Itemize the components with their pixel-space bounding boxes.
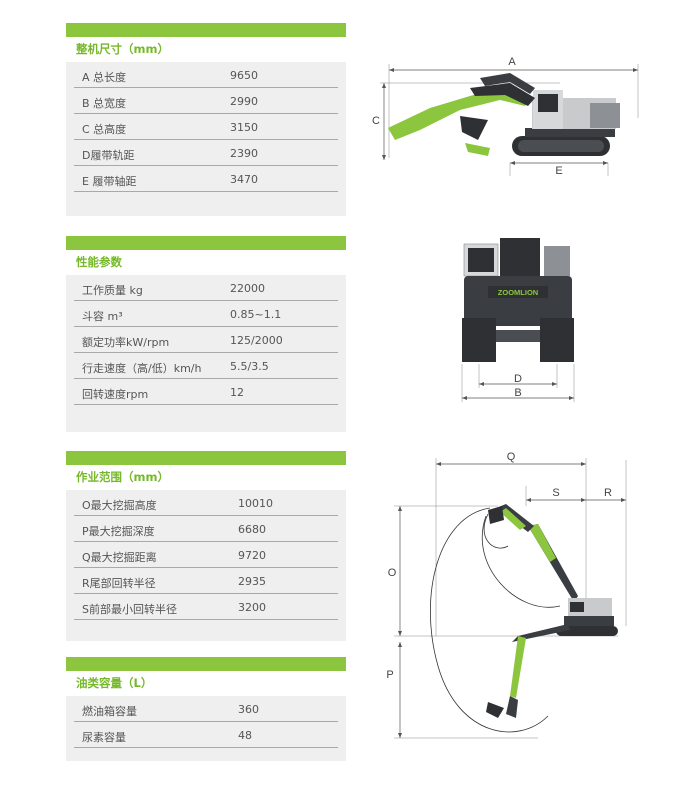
dim-label-a: A xyxy=(508,56,516,68)
spec-label: 尿素容量 xyxy=(82,731,126,744)
dim-label-c: C xyxy=(372,115,380,127)
spec-panel-fluid-capacity: 油类容量（L） 燃油箱容量 360 尿素容量 48 xyxy=(66,657,346,761)
spec-row: P最大挖掘深度 6680 xyxy=(74,516,338,542)
dim-label-o: O xyxy=(388,567,397,579)
spec-label: E 履带轴距 xyxy=(82,175,137,188)
spec-value: 0.85~1.1 xyxy=(230,308,282,321)
spec-value: 360 xyxy=(238,703,259,716)
excavator-digging-illustration xyxy=(486,624,570,718)
spec-label: Q最大挖掘距离 xyxy=(82,551,157,564)
spec-row: E 履带轴距 3470 xyxy=(74,166,338,192)
spec-value: 12 xyxy=(230,386,244,399)
spec-row: 燃油箱容量 360 xyxy=(74,696,338,722)
spec-row: 额定功率kW/rpm 125/2000 xyxy=(74,327,338,353)
excavator-front-view-diagram: ZOOMLION D B xyxy=(461,238,575,402)
spec-label: A 总长度 xyxy=(82,71,127,84)
spec-panel-dimensions: 整机尺寸（mm） A 总长度 9650 B 总宽度 2990 C 总高度 3150 D… xyxy=(66,23,346,216)
spec-label: R尾部回转半径 xyxy=(82,577,156,590)
spec-value: 6680 xyxy=(238,523,266,536)
spec-row: 斗容 m³ 0.85~1.1 xyxy=(74,301,338,327)
min-radius-curve xyxy=(481,515,561,608)
excavator-raised-illustration xyxy=(488,504,618,636)
spec-value: 125/2000 xyxy=(230,334,283,347)
spec-panel-working-range: 作业范围（mm） O最大挖掘高度 10010 P最大挖掘深度 6680 Q最大挖掘距… xyxy=(66,451,346,641)
dim-label-s: S xyxy=(552,487,559,499)
dim-label-e: E xyxy=(555,165,562,177)
excavator-side-view-diagram: A C E xyxy=(372,56,639,177)
section-title: 性能参数 xyxy=(66,250,346,275)
spec-value: 3150 xyxy=(230,121,258,134)
brand-logo-text: ZOOMLION xyxy=(498,288,538,297)
spec-label: 回转速度rpm xyxy=(82,388,149,401)
section-bar xyxy=(66,236,346,250)
excavator-side-illustration xyxy=(388,73,620,156)
spec-row: O最大挖掘高度 10010 xyxy=(74,490,338,516)
spec-label: S前部最小回转半径 xyxy=(82,603,177,616)
spec-row: 尿素容量 48 xyxy=(74,722,338,748)
spec-row: 行走速度（高/低）km/h 5.5/3.5 xyxy=(74,353,338,379)
spec-value: 9650 xyxy=(230,69,258,82)
spec-label: D履带轨距 xyxy=(82,149,135,162)
spec-value: 2990 xyxy=(230,95,258,108)
spec-row: Q最大挖掘距离 9720 xyxy=(74,542,338,568)
excavator-front-illustration: ZOOMLION xyxy=(462,238,574,362)
spec-row: A 总长度 9650 xyxy=(74,62,338,88)
spec-value: 2390 xyxy=(230,147,258,160)
spec-row: B 总宽度 2990 xyxy=(74,88,338,114)
dim-label-p: P xyxy=(386,669,393,681)
spec-row: R尾部回转半径 2935 xyxy=(74,568,338,594)
spec-value: 9720 xyxy=(238,549,266,562)
spec-panel-performance: 性能参数 工作质量 kg 22000 斗容 m³ 0.85~1.1 额定功率kW/r… xyxy=(66,236,346,432)
dim-label-q: Q xyxy=(507,451,516,463)
spec-label: C 总高度 xyxy=(82,123,127,136)
spec-value: 2935 xyxy=(238,575,266,588)
spec-label: B 总宽度 xyxy=(82,97,127,110)
spec-value: 3470 xyxy=(230,173,258,186)
spec-label: 额定功率kW/rpm xyxy=(82,336,170,349)
spec-label: 工作质量 kg xyxy=(82,284,143,297)
spec-value: 22000 xyxy=(230,282,265,295)
dim-label-b: B xyxy=(514,387,521,399)
section-bar xyxy=(66,657,346,671)
spec-label: 燃油箱容量 xyxy=(82,705,137,718)
section-bar xyxy=(66,451,346,465)
spec-value: 48 xyxy=(238,729,252,742)
dim-label-d: D xyxy=(514,373,522,385)
dim-label-r: R xyxy=(604,487,612,499)
spec-label: O最大挖掘高度 xyxy=(82,499,157,512)
section-title: 整机尺寸（mm） xyxy=(66,37,346,62)
spec-label: P最大挖掘深度 xyxy=(82,525,155,538)
spec-row: 工作质量 kg 22000 xyxy=(74,275,338,301)
spec-label: 行走速度（高/低）km/h xyxy=(82,362,202,375)
section-title: 油类容量（L） xyxy=(66,671,346,696)
spec-row: D履带轨距 2390 xyxy=(74,140,338,166)
section-bar xyxy=(66,23,346,37)
spec-value: 10010 xyxy=(238,497,273,510)
section-title: 作业范围（mm） xyxy=(66,465,346,490)
reach-envelope-curve xyxy=(429,507,549,733)
spec-row: C 总高度 3150 xyxy=(74,114,338,140)
spec-row: S前部最小回转半径 3200 xyxy=(74,594,338,620)
spec-label: 斗容 m³ xyxy=(82,310,123,323)
spec-value: 3200 xyxy=(238,601,266,614)
working-range-diagram: Q S R O P xyxy=(386,451,627,739)
spec-value: 5.5/3.5 xyxy=(230,360,269,373)
spec-row: 回转速度rpm 12 xyxy=(74,379,338,405)
